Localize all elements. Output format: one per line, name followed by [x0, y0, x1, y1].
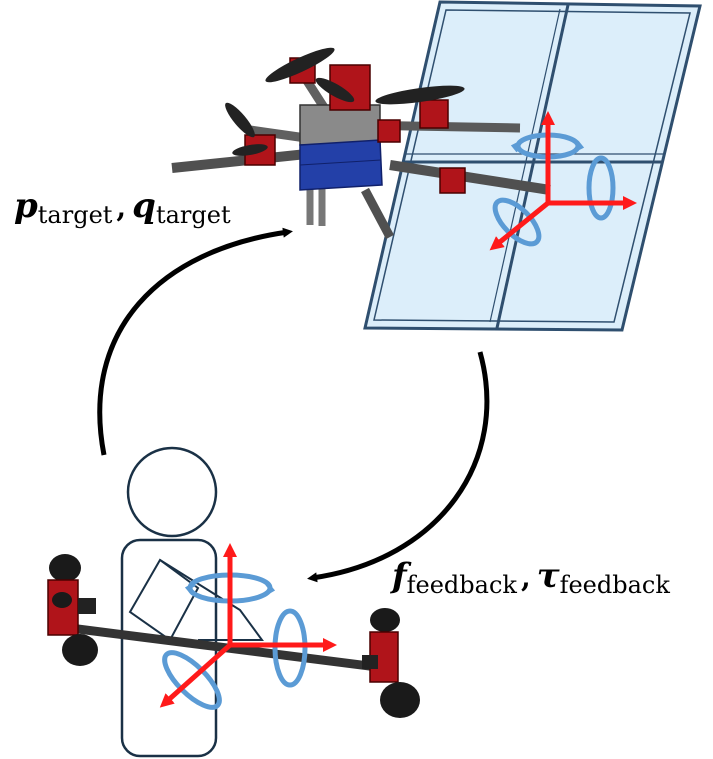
handheld-device — [47, 554, 420, 718]
window-coordinate-frame — [489, 111, 637, 251]
window-panel — [363, 0, 702, 332]
orientation-subscript: target — [155, 201, 231, 229]
force-symbol: f — [392, 556, 407, 596]
target-command-arrow — [97, 227, 293, 456]
operator-coordinate-frame — [159, 543, 337, 710]
position-symbol: p — [14, 186, 38, 226]
label-separator: , — [116, 191, 127, 224]
force-subscript: feedback — [406, 571, 517, 599]
torque-symbol: τ — [536, 556, 560, 596]
drone — [171, 47, 551, 240]
target-pose-label: ptarget,qtarget — [14, 186, 231, 229]
feedback-wrench-label: ffeedback,τfeedback — [392, 556, 670, 599]
label-separator: , — [520, 561, 531, 594]
torque-subscript: feedback — [559, 571, 670, 599]
position-subscript: target — [37, 201, 113, 229]
feedback-arrow — [307, 351, 490, 583]
orientation-symbol: q — [132, 186, 156, 226]
